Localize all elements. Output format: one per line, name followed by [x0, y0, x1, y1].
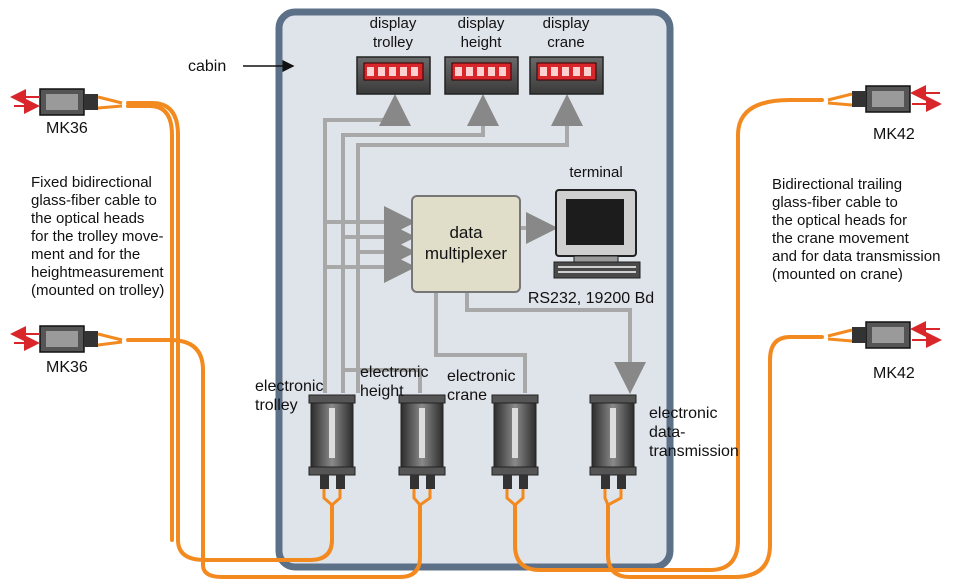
- optical-head-mk36-top: [10, 88, 123, 116]
- electronic-unit-height: [398, 394, 446, 489]
- left-note: Fixed bidirectional glass-fiber cable to…: [31, 174, 164, 299]
- electronic-crane-label-1: electronic: [447, 368, 515, 385]
- terminal-icon: [553, 189, 641, 279]
- cabin-label: cabin: [188, 58, 226, 75]
- display-trolley-label-1: display: [370, 15, 417, 32]
- electronic-trolley-label-1: electronic: [255, 378, 323, 395]
- right-note-line: and for data transmission: [772, 248, 940, 265]
- display-height-label-2: height: [461, 34, 503, 51]
- display-height-label-1: display: [458, 15, 505, 32]
- left-note-line: ment and for the: [31, 246, 140, 263]
- cable-mk36-bottom: [126, 338, 422, 579]
- electronic-unit-data-transmission: [589, 394, 637, 489]
- mk36-bottom-label: MK36: [46, 359, 88, 376]
- right-note: Bidirectional trailing glass-fiber cable…: [772, 176, 940, 283]
- data-multiplexer-box: [411, 195, 521, 293]
- right-note-line: glass-fiber cable to: [772, 194, 898, 211]
- display-trolley-label-2: trolley: [373, 34, 414, 51]
- left-note-line: glass-fiber cable to: [31, 192, 157, 209]
- electronic-units: [308, 394, 637, 489]
- mk42-top-label: MK42: [873, 126, 915, 143]
- electronic-unit-crane: [491, 394, 539, 489]
- electronic-height-label-2: height: [360, 383, 404, 400]
- electronic-data-label-1: electronic: [649, 405, 717, 422]
- mk36-top-label: MK36: [46, 120, 88, 137]
- electronic-data-label-2: data-: [649, 424, 685, 441]
- multiplexer-label-2: multiplexer: [425, 244, 508, 263]
- electronic-data-label-3: transmission: [649, 443, 739, 460]
- electronic-crane-label-2: crane: [447, 387, 487, 404]
- mk42-bottom-label: MK42: [873, 365, 915, 382]
- terminal-label: terminal: [569, 164, 622, 181]
- right-note-line: the crane movement: [772, 230, 910, 247]
- electronic-unit-trolley: [308, 394, 356, 489]
- terminal-interface-label: RS232, 19200 Bd: [528, 290, 654, 307]
- optical-head-mk36-bottom: [10, 325, 123, 353]
- cable-mk36-top-b: [126, 104, 174, 542]
- right-note-line: (mounted on crane): [772, 266, 903, 283]
- display-crane-label-1: display: [543, 15, 590, 32]
- left-note-line: for the trolley move-: [31, 228, 164, 245]
- multiplexer-label-1: data: [449, 223, 483, 242]
- cable-mk42-top: [513, 98, 824, 572]
- fiber-cables: [126, 98, 824, 579]
- optical-head-mk42-bottom: [827, 321, 942, 349]
- fiber-splitters: [322, 489, 623, 508]
- cable-mk42-bottom: [606, 335, 824, 579]
- electronic-height-label-1: electronic: [360, 364, 428, 381]
- optical-head-mk42-top: [827, 85, 942, 113]
- right-note-line: the optical heads for: [772, 212, 907, 229]
- right-note-line: Bidirectional trailing: [772, 176, 902, 193]
- left-note-line: Fixed bidirectional: [31, 174, 152, 191]
- left-note-line: (mounted on trolley): [31, 282, 164, 299]
- cable-mk36-top: [126, 101, 334, 562]
- signal-buses: [323, 94, 646, 394]
- left-note-line: the optical heads: [31, 210, 144, 227]
- electronic-trolley-label-2: trolley: [255, 397, 298, 414]
- display-crane-label-2: crane: [547, 34, 585, 51]
- left-note-line: heightmeasurement: [31, 264, 164, 281]
